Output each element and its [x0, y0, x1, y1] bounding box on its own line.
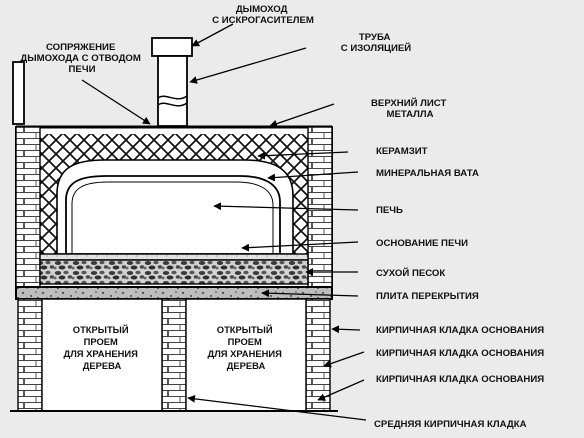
- wood-storage-opening-left: [41, 298, 163, 412]
- floor-slab: [15, 286, 333, 300]
- label-dry-sand: СУХОЙ ПЕСОК: [376, 267, 445, 279]
- oven-chamber: [65, 175, 281, 255]
- label-oven: ПЕЧЬ: [376, 205, 403, 216]
- label-mineral-wool: МИНЕРАЛЬНАЯ ВАТА: [376, 168, 479, 179]
- label-wood-storage-left: ОТКРЫТЫЙ ПРОЕМ ДЛЯ ХРАНЕНИЯ ДЕРЕВА: [64, 324, 141, 371]
- label-flue-connection: СОПРЯЖЕНИЕ ДЫМОХОДА С ОТВОДОМ ПЕЧИ: [20, 42, 143, 75]
- label-oven-base: ОСНОВАНИЕ ПЕЧИ: [376, 238, 468, 249]
- pipe-insulation-break-2: [157, 102, 188, 107]
- chimney-pipe: [157, 55, 188, 127]
- label-base-brickwork-3: КИРПИЧНАЯ КЛАДКА ОСНОВАНИЯ: [376, 374, 544, 385]
- brick-column-right-upper: [307, 126, 333, 288]
- pipe-insulation-break: [157, 95, 188, 100]
- base-brick-right: [305, 298, 331, 412]
- wood-storage-opening-right: [185, 298, 307, 412]
- label-wood-storage-right: ОТКРЫТЫЙ ПРОЕМ ДЛЯ ХРАНЕНИЯ ДЕРЕВА: [208, 324, 285, 371]
- label-floor-slab: ПЛИТА ПЕРЕКРЫТИЯ: [376, 291, 479, 302]
- pointer-lines: [81, 23, 367, 421]
- label-chimney: ДЫМОХОД С ИСКРОГАСИТЕЛЕМ: [212, 4, 314, 26]
- label-expanded-clay: КЕРАМЗИТ: [376, 146, 428, 157]
- label-base-brickwork-2: КИРПИЧНАЯ КЛАДКА ОСНОВАНИЯ: [376, 348, 544, 359]
- standalone-pipe: [12, 61, 25, 125]
- label-insulated-pipe: ТРУБА С ИЗОЛЯЦИЕЙ: [341, 32, 412, 54]
- label-middle-brickwork: СРЕДНЯЯ КИРПИЧНАЯ КЛАДКА: [374, 419, 527, 430]
- brick-column-left-upper: [15, 126, 41, 288]
- label-top-metal-sheet: ВЕРХНИЙ ЛИСТ МЕТАЛЛА: [371, 97, 449, 120]
- label-base-brickwork-1: КИРПИЧНАЯ КЛАДКА ОСНОВАНИЯ: [376, 325, 544, 336]
- base-brick-middle: [161, 298, 187, 412]
- chimney-cap: [151, 37, 193, 57]
- base-brick-left: [17, 298, 43, 412]
- oven-inner-arch: [71, 181, 274, 254]
- dry-sand-layer: [39, 259, 309, 285]
- oven-base: [39, 253, 309, 261]
